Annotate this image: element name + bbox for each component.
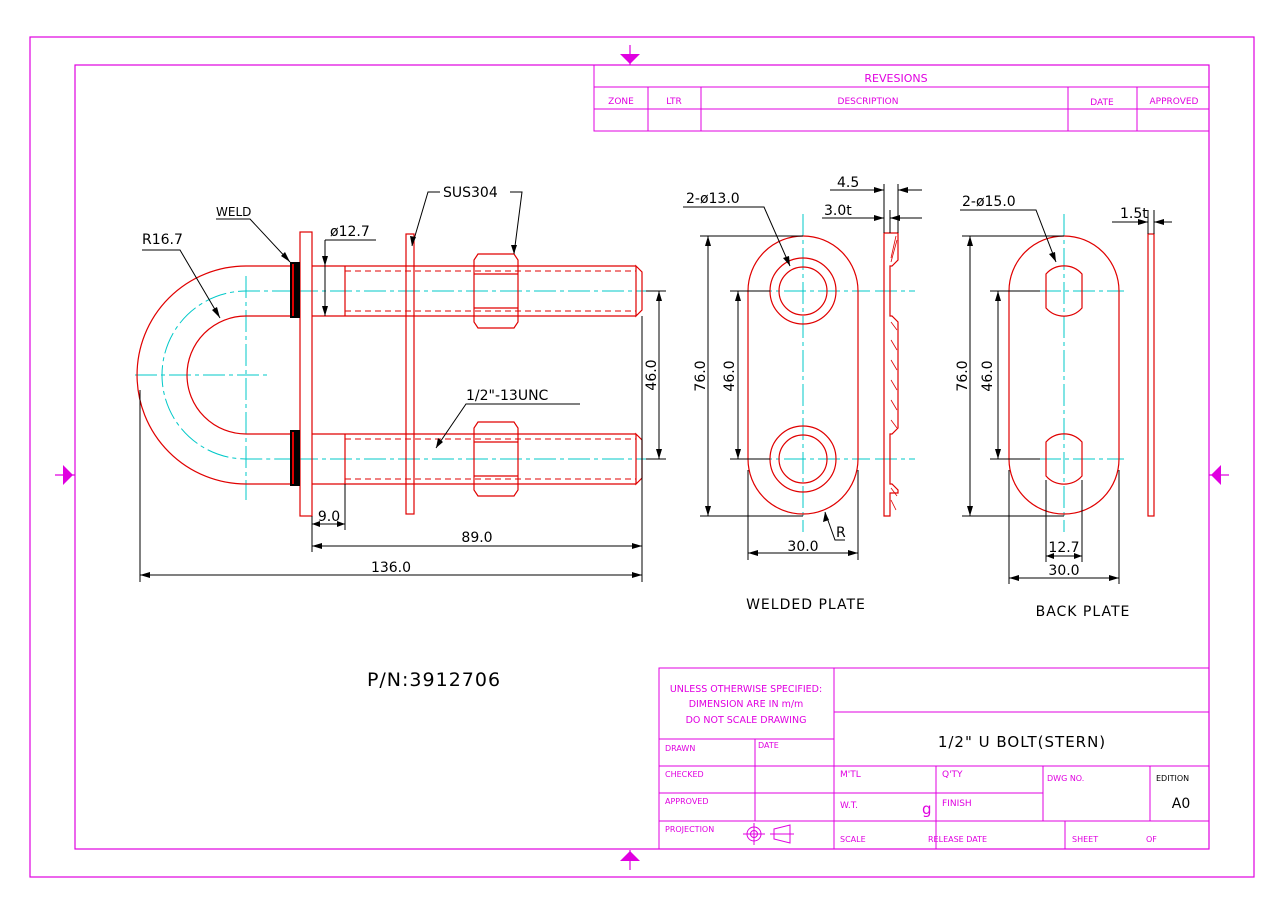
revisions-header-date: DATE <box>1090 98 1114 108</box>
weld-beads <box>290 262 300 486</box>
label-sheet: SHEET <box>1072 835 1098 844</box>
drawing-title: 1/2" U BOLT(STERN) <box>938 733 1106 751</box>
u-bolt-dimensions <box>139 191 666 582</box>
dim-welded-30: 30.0 <box>787 539 818 555</box>
dim-welded-46: 46.0 <box>722 360 738 391</box>
dim-back-1-5t: 1.5t <box>1120 206 1148 222</box>
u-bolt-view <box>135 231 660 517</box>
label-quantity: Q'TY <box>942 770 963 780</box>
note-dimension-units: DIMENSION ARE IN m/m <box>689 699 804 710</box>
nut-bottom <box>473 421 519 497</box>
view-label-back-plate: BACK PLATE <box>1036 604 1131 620</box>
welded-plate-arrowheads <box>705 187 908 556</box>
welded-plate-dimensions <box>683 184 922 560</box>
dim-89: 89.0 <box>461 530 492 546</box>
label-material-tag: SUS304 <box>443 185 498 201</box>
dim-welded-r: R <box>836 525 846 541</box>
label-scale: SCALE <box>840 835 866 844</box>
back-plate-arrowheads <box>967 219 1164 581</box>
note-unless-specified: UNLESS OTHERWISE SPECIFIED: <box>670 684 822 695</box>
label-date: DATE <box>758 741 779 750</box>
u-bolt-dimension-texts: R16.7 WELD ø12.7 SUS304 1/2"-13UNC 46.0 … <box>142 185 660 576</box>
dim-9: 9.0 <box>318 509 340 525</box>
edition-value: A0 <box>1172 796 1190 812</box>
welded-plate-view <box>747 214 915 532</box>
label-thread: 1/2"-13UNC <box>466 388 549 404</box>
dim-dia-rod: ø12.7 <box>330 224 370 240</box>
weight-unit: g <box>922 800 932 818</box>
dim-back-30: 30.0 <box>1048 563 1079 579</box>
back-plate-view <box>1005 214 1155 532</box>
back-plate-slot-bottom <box>1045 433 1083 485</box>
label-release-date: RELEASE DATE <box>928 835 987 844</box>
label-of: OF <box>1146 835 1157 844</box>
u-bolt-welded-plate-edge <box>299 231 313 517</box>
dim-back-76: 76.0 <box>955 360 971 391</box>
welded-plate-section <box>883 232 899 517</box>
revisions-title: REVESIONS <box>864 72 927 85</box>
centering-marks <box>55 45 1229 870</box>
outer-border <box>29 36 1255 878</box>
u-bolt-bend-outer <box>136 265 294 485</box>
note-do-not-scale: DO NOT SCALE DRAWING <box>686 715 807 726</box>
dim-welded-4-5: 4.5 <box>837 175 859 191</box>
welded-plate-hole-top <box>778 266 828 316</box>
label-drawn: DRAWN <box>665 744 695 753</box>
label-finish: FINISH <box>942 799 972 809</box>
label-material: M'TL <box>840 770 861 780</box>
welded-plate-hole-bottom <box>778 434 828 484</box>
back-plate-outline <box>1008 235 1120 515</box>
dim-back-46: 46.0 <box>980 360 996 391</box>
back-plate-dimensions <box>960 209 1172 584</box>
label-checked: CHECKED <box>665 770 704 779</box>
title-block: UNLESS OTHERWISE SPECIFIED: DIMENSION AR… <box>658 667 1210 850</box>
projection-symbol-icon <box>743 823 794 845</box>
welded-plate-outline <box>747 235 859 515</box>
u-bolt-back-plate-edge <box>405 233 415 515</box>
label-edition: EDITION <box>1156 774 1189 783</box>
nut-top <box>473 253 519 329</box>
dim-back-holes: 2-ø15.0 <box>962 194 1016 210</box>
dim-r-bend: R16.7 <box>142 232 183 248</box>
revisions-header-zone: ZONE <box>608 97 634 107</box>
revisions-table: REVESIONS ZONE LTR DESCRIPTION DATE APPR… <box>593 64 1210 132</box>
label-weight: W.T. <box>840 801 858 811</box>
dim-46-ubolt: 46.0 <box>644 359 660 390</box>
dim-back-12-7: 12.7 <box>1048 540 1079 556</box>
welded-plate-dimension-texts: 2-ø13.0 76.0 46.0 30.0 R 4.5 3.0t <box>686 175 859 555</box>
label-projection: PROJECTION <box>665 825 714 834</box>
dim-welded-3t: 3.0t <box>824 203 852 219</box>
revisions-header-description: DESCRIPTION <box>838 97 899 107</box>
revisions-header-approved: APPROVED <box>1150 97 1199 107</box>
label-weld: WELD <box>216 205 251 219</box>
revisions-header-ltr: LTR <box>666 97 682 107</box>
back-plate-section <box>1147 233 1155 517</box>
u-bolt-bend-inner <box>186 315 294 435</box>
view-label-welded-plate: WELDED PLATE <box>746 597 866 613</box>
label-dwg-no: DWG NO. <box>1047 774 1084 783</box>
label-approved: APPROVED <box>665 797 709 806</box>
u-bolt-arrowheads <box>140 236 662 578</box>
dim-welded-76: 76.0 <box>693 360 709 391</box>
dim-welded-holes: 2-ø13.0 <box>686 191 740 207</box>
dim-136: 136.0 <box>371 560 411 576</box>
back-plate-dimension-texts: 2-ø15.0 1.5t 76.0 46.0 12.7 30.0 <box>955 194 1148 579</box>
back-plate-slot-top <box>1045 265 1083 317</box>
part-number: P/N:3912706 <box>367 669 501 691</box>
